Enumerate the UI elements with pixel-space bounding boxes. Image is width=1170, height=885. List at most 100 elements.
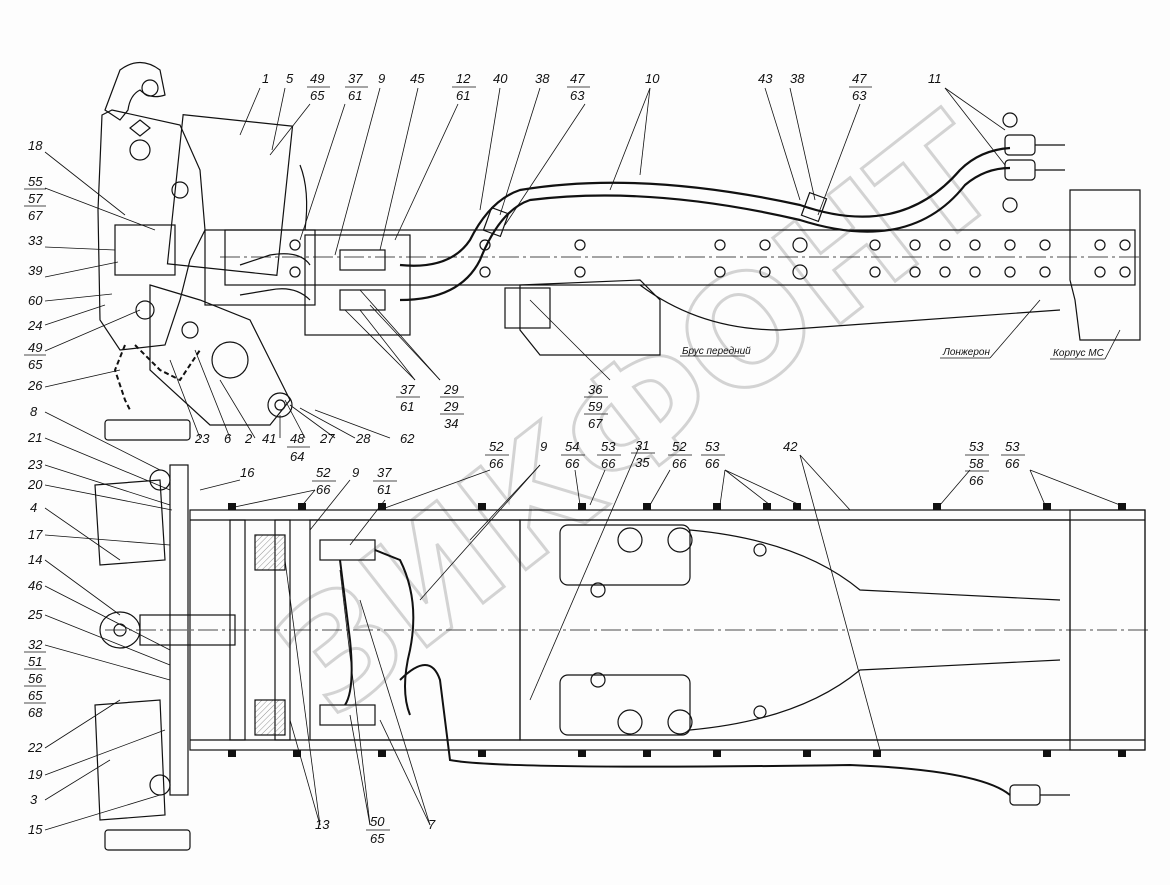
label-5: 5 — [286, 71, 294, 86]
beam-holes — [289, 237, 1131, 280]
label-11: 11 — [928, 71, 942, 86]
label-q22: 22 — [27, 740, 43, 755]
hose-plan-1 — [374, 549, 415, 716]
label-37-bottom: 37 — [400, 382, 415, 397]
label-49-left: 49 — [28, 340, 42, 355]
labels-plan-left: 8 21 23 20 4 17 14 46 25 32 51 56 65 68 … — [24, 404, 46, 837]
label-p53b-66: 66 — [705, 456, 720, 471]
arm-lower — [689, 659, 1061, 731]
label-26: 26 — [27, 378, 43, 393]
label-57: 57 — [28, 191, 43, 206]
hole-p5 — [590, 582, 606, 598]
label-47: 47 — [570, 71, 585, 86]
label-q14: 14 — [28, 552, 42, 567]
rail-bolts — [228, 503, 1126, 757]
hook-pin — [141, 79, 159, 97]
label-q56: 56 — [28, 671, 43, 686]
label-p52b-66: 66 — [489, 456, 504, 471]
hole-p1 — [617, 527, 643, 553]
hole-p3 — [617, 709, 643, 735]
label-41: 41 — [262, 431, 276, 446]
handle-knob — [171, 181, 189, 199]
label-6: 6 — [224, 431, 232, 446]
pivot-1 — [135, 300, 155, 320]
hydraulic-hose-pair-2 — [399, 166, 1011, 302]
front-bar-outline — [519, 279, 661, 356]
label-p53c: 53 — [969, 439, 984, 454]
hose-coupling-plan — [1009, 784, 1041, 806]
label-p53d: 53 — [1005, 439, 1020, 454]
label-r13: 13 — [315, 817, 330, 832]
label-p16: 16 — [240, 465, 255, 480]
label-p42: 42 — [783, 439, 798, 454]
label-55: 55 — [28, 174, 43, 189]
label-23: 23 — [194, 431, 210, 446]
label-p52a: 52 — [316, 465, 331, 480]
labels-plan-bottom: 13 50 65 7 — [315, 814, 436, 846]
label-12-61: 61 — [456, 88, 470, 103]
ms-body-plan — [1069, 509, 1146, 751]
label-29: 29 — [443, 382, 458, 397]
arm-upper — [689, 529, 1061, 601]
label-p54: 54 — [565, 439, 579, 454]
label-q51: 51 — [28, 654, 42, 669]
label-p52c: 52 — [672, 439, 687, 454]
coupling-end-1 — [1002, 112, 1018, 128]
label-p53a: 53 — [601, 439, 616, 454]
label-2: 2 — [244, 431, 253, 446]
side-plate-upper — [94, 479, 166, 566]
label-34: 34 — [444, 416, 458, 431]
label-38b: 38 — [790, 71, 805, 86]
hose-plan-2 — [399, 664, 1011, 796]
front-bar-curve — [639, 284, 1061, 331]
label-9: 9 — [378, 71, 385, 86]
labels-top-row: 1 5 49 65 37 61 9 45 12 61 40 38 47 63 1… — [262, 71, 942, 103]
label-64: 64 — [290, 449, 304, 464]
label-31: 31 — [635, 438, 649, 453]
label-67: 67 — [28, 208, 43, 223]
label-q23: 23 — [27, 457, 43, 472]
pivot-2-inner — [274, 399, 286, 411]
label-37: 37 — [348, 71, 363, 86]
ms-body-outline — [1069, 189, 1141, 341]
label-24: 24 — [27, 318, 42, 333]
coupler-body — [97, 109, 206, 351]
label-q68: 68 — [28, 705, 43, 720]
label-29-b: 29 — [443, 399, 458, 414]
side-view — [97, 61, 1141, 426]
label-p9b: 9 — [540, 439, 547, 454]
label-48: 48 — [290, 431, 305, 446]
label-45: 45 — [410, 71, 425, 86]
label-43: 43 — [758, 71, 773, 86]
label-36: 36 — [588, 382, 603, 397]
label-1: 1 — [262, 71, 269, 86]
label-q8: 8 — [30, 404, 38, 419]
label-60: 60 — [28, 293, 43, 308]
label-p52b: 52 — [489, 439, 504, 454]
hyd-block-lower — [254, 699, 286, 736]
grip-lower — [104, 829, 191, 851]
label-47b: 47 — [852, 71, 867, 86]
label-65-left: 65 — [28, 357, 43, 372]
cutout-2 — [559, 674, 691, 736]
label-q19: 19 — [28, 767, 42, 782]
coupling-end-2 — [1002, 197, 1018, 213]
label-p37: 37 — [377, 465, 392, 480]
label-q46: 46 — [28, 578, 43, 593]
label-27: 27 — [319, 431, 335, 446]
label-q65: 65 — [28, 688, 43, 703]
crossmember-left — [229, 519, 246, 741]
crossmember-2 — [274, 519, 291, 741]
label-35: 35 — [635, 455, 650, 470]
cutout-1 — [559, 524, 691, 586]
diamond-marker — [129, 119, 151, 137]
valve-plan-lower — [319, 704, 376, 726]
knob-lower — [149, 774, 171, 796]
label-28: 28 — [355, 431, 371, 446]
label-33: 33 — [28, 233, 43, 248]
hole-p7 — [753, 543, 767, 557]
valve-upper — [339, 249, 386, 271]
labels-left-top: 18 55 57 67 33 39 60 24 49 65 26 — [24, 138, 46, 393]
label-p53b: 53 — [705, 439, 720, 454]
